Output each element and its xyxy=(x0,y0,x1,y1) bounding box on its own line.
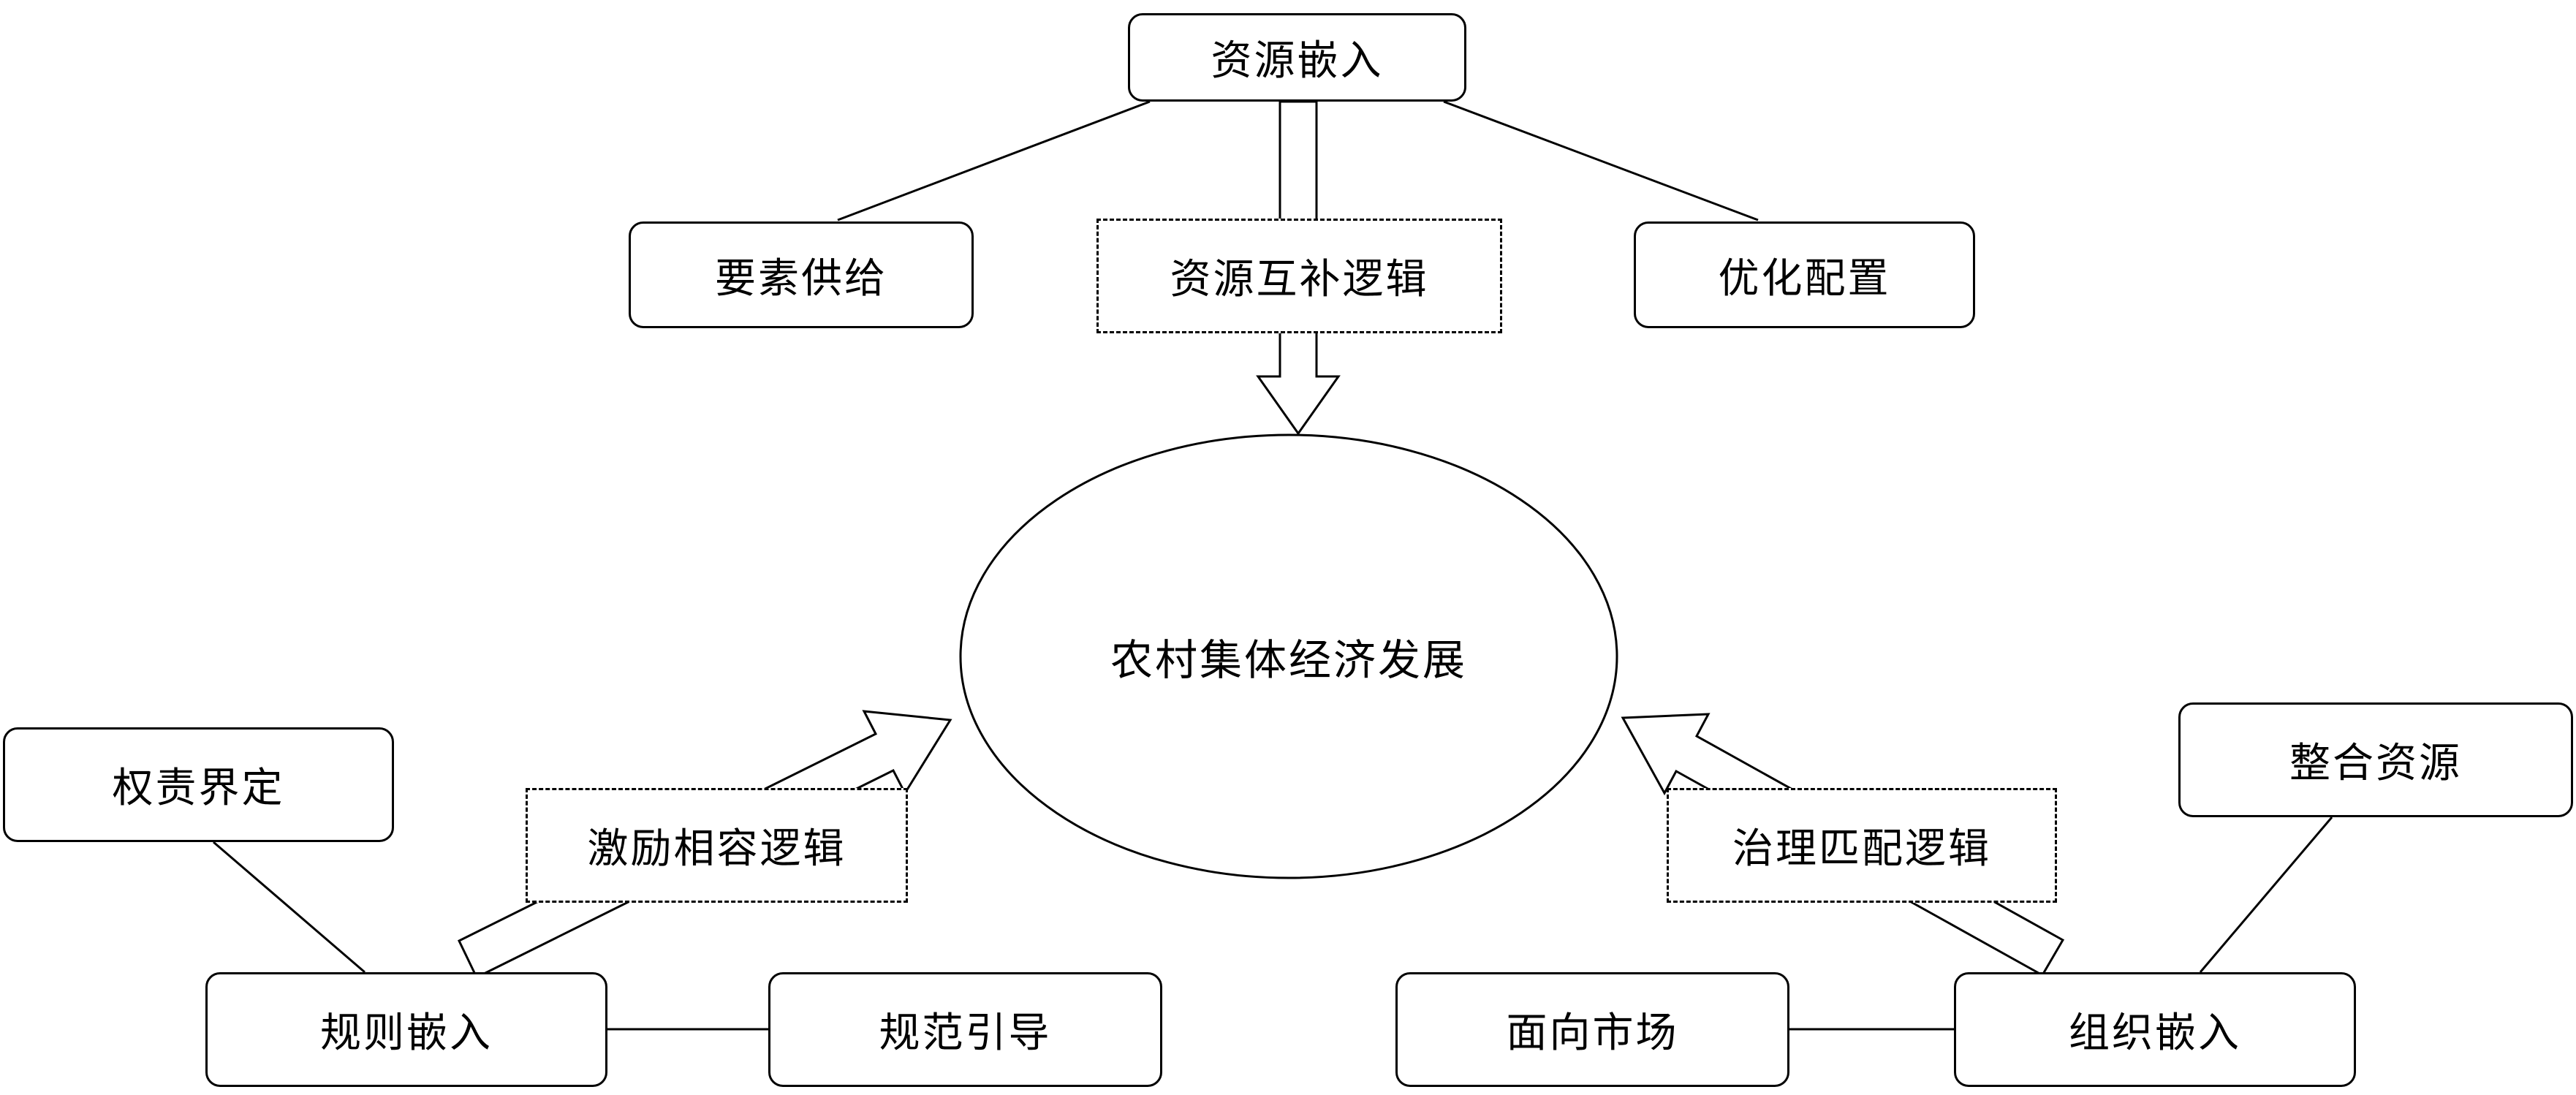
node-integrate-resources-label: 整合资源 xyxy=(2289,741,2462,787)
node-resource-embedding: 资源嵌入 xyxy=(1128,13,1466,102)
node-factor-supply: 要素供给 xyxy=(629,221,974,328)
node-governance-matching-logic-label: 治理匹配逻辑 xyxy=(1732,827,1991,872)
node-rule-embedding: 规则嵌入 xyxy=(205,972,607,1087)
node-incentive-compatibility-logic-label: 激励相容逻辑 xyxy=(587,827,846,872)
node-optimized-allocation-label: 优化配置 xyxy=(1718,256,1891,302)
node-rule-embedding-label: 规则嵌入 xyxy=(320,1011,493,1056)
node-governance-matching-logic: 治理匹配逻辑 xyxy=(1667,788,2057,903)
node-incentive-compatibility-logic: 激励相容逻辑 xyxy=(526,788,908,903)
line-resource-embedding-to-factor-supply xyxy=(837,100,1151,221)
node-resource-complementarity-logic: 资源互补逻辑 xyxy=(1096,219,1502,333)
node-market-oriented: 面向市场 xyxy=(1395,972,1789,1087)
line-rights-definition-to-rule-embedding xyxy=(213,841,365,974)
node-resource-embedding-label: 资源嵌入 xyxy=(1211,39,1384,84)
line-integrate-resources-to-organization-embedding xyxy=(2199,816,2333,973)
center-ellipse-text: 农村集体经济发展 xyxy=(1110,637,1467,684)
center-ellipse-label: 农村集体经济发展 xyxy=(1033,626,1545,687)
node-organization-embedding-label: 组织嵌入 xyxy=(2069,1011,2241,1056)
node-rights-definition: 权责界定 xyxy=(3,727,394,842)
line-resource-embedding-to-optimized-allocation xyxy=(1443,100,1759,221)
node-integrate-resources: 整合资源 xyxy=(2178,702,2573,817)
node-normative-guidance-label: 规范引导 xyxy=(879,1011,1052,1056)
node-resource-complementarity-logic-label: 资源互补逻辑 xyxy=(1170,257,1429,303)
center-ellipse-shape xyxy=(959,433,1618,879)
node-normative-guidance: 规范引导 xyxy=(768,972,1162,1087)
node-factor-supply-label: 要素供给 xyxy=(715,256,887,302)
node-organization-embedding: 组织嵌入 xyxy=(1954,972,2356,1087)
node-rights-definition-label: 权责界定 xyxy=(112,766,285,811)
node-optimized-allocation: 优化配置 xyxy=(1634,221,1975,328)
node-market-oriented-label: 面向市场 xyxy=(1506,1011,1679,1056)
